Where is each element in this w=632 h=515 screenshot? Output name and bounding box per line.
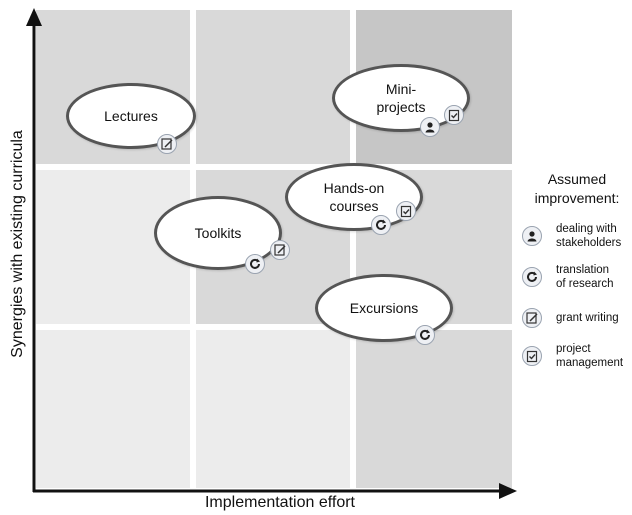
item-mini-projects-label: Mini- projects <box>376 81 426 115</box>
grid-cell-bottom-center <box>196 330 350 488</box>
pencil-note-icon <box>270 240 290 260</box>
pencil-note-icon <box>522 308 542 328</box>
grid-cell-bottom-right <box>356 330 512 488</box>
person-icon <box>420 117 440 137</box>
clipboard-check-icon <box>522 346 542 366</box>
legend-label-stakeholders: dealing with stakeholders <box>556 223 622 249</box>
refresh-icon <box>522 267 542 287</box>
legend-label-grant-writing: grant writing <box>556 312 619 324</box>
refresh-icon <box>245 254 265 274</box>
item-lectures-label: Lectures <box>104 108 158 124</box>
pencil-note-icon <box>157 134 177 154</box>
clipboard-check-icon <box>396 201 416 221</box>
person-icon <box>522 226 542 246</box>
legend-label-research: translation of research <box>556 264 614 290</box>
item-toolkits: Toolkits <box>154 196 282 270</box>
clipboard-check-icon <box>444 105 464 125</box>
x-axis-label: Implementation effort <box>204 494 355 511</box>
item-excursions-label: Excursions <box>349 300 419 316</box>
y-axis-label: Synergies with existing curricula <box>9 130 26 358</box>
legend-label-project-management: project management <box>556 343 624 369</box>
grid-cell-top-center <box>196 10 350 164</box>
x-axis-arrow <box>499 483 517 499</box>
item-hands-on-courses: Hands-on courses <box>285 163 423 231</box>
item-hands-on-courses-label: Hands-on courses <box>323 180 385 214</box>
refresh-icon <box>371 215 391 235</box>
grid-cell-bottom-left <box>36 330 190 488</box>
item-lectures: Lectures <box>66 83 196 149</box>
y-axis-arrow <box>26 8 42 26</box>
item-toolkits-label: Toolkits <box>194 225 242 241</box>
legend-title: Assumed improvement: <box>534 171 620 206</box>
refresh-icon <box>415 325 435 345</box>
